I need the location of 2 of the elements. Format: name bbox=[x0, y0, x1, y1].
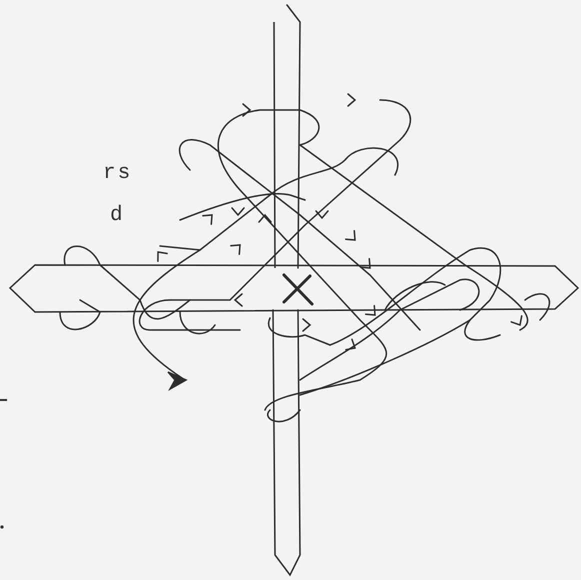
text-fragment: d bbox=[110, 204, 125, 227]
text-fragment: rs bbox=[103, 162, 132, 185]
